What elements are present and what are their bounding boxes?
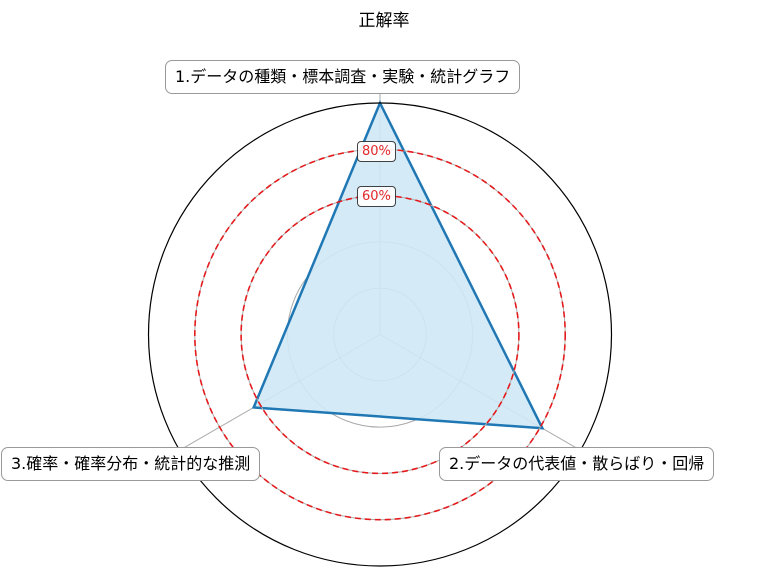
axis-label-3: 3.確率・確率分布・統計的な推測 bbox=[1, 447, 261, 481]
axis-label-2: 2.データの代表値・散らばり・回帰 bbox=[439, 447, 715, 481]
reference-label-80: 80% bbox=[357, 141, 396, 162]
chart-title: 正解率 bbox=[358, 11, 410, 31]
outer-circle bbox=[147, 102, 613, 567]
data-series bbox=[251, 99, 545, 430]
reference-label-60: 60% bbox=[357, 186, 396, 207]
series-polygon bbox=[251, 99, 545, 430]
axis-label-1: 1.データの種類・標本調査・実験・統計グラフ bbox=[165, 60, 521, 94]
